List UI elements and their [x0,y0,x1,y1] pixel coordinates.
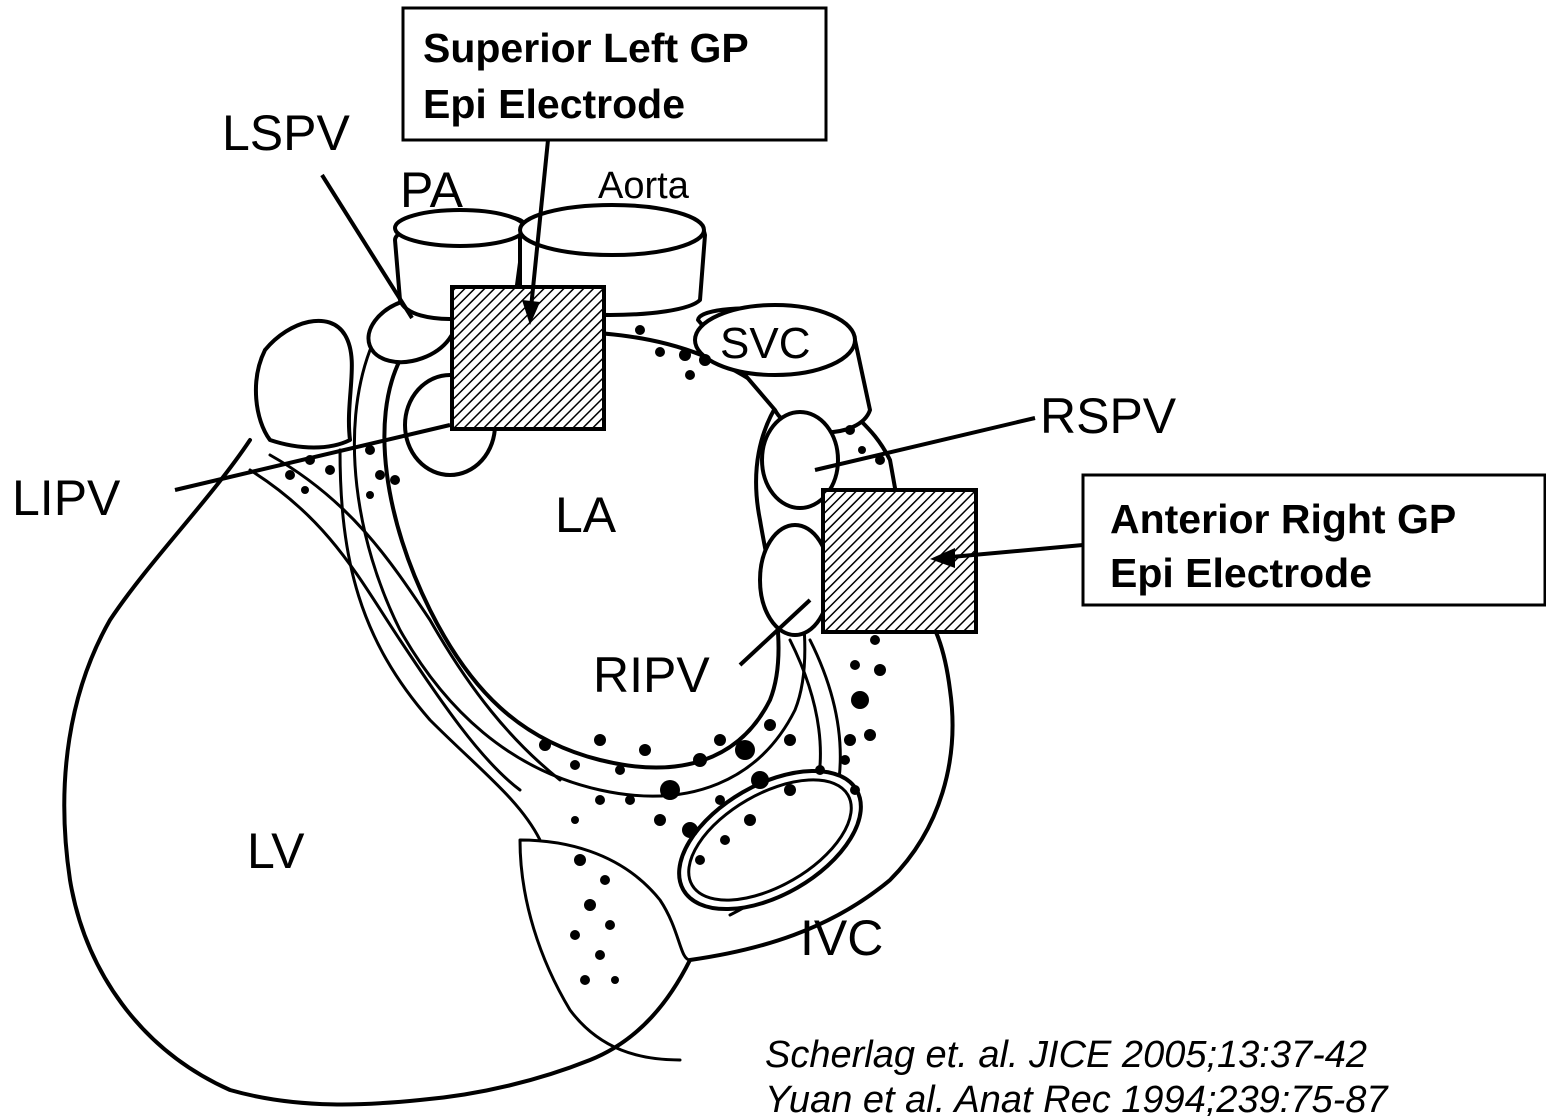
label-ivc: IVC [800,910,883,966]
label-pa: PA [400,162,464,218]
citation-yuan: Yuan et al. Anat Rec 1994;239:75-87 [765,1079,1389,1116]
lipv-leader [175,425,450,490]
ripv-vein [760,525,830,635]
anterior-right-callout-line2: Epi Electrode [1110,550,1372,596]
label-rspv: RSPV [1040,388,1177,444]
citation-scherlag: Scherlag et. al. JICE 2005;13:37-42 [765,1034,1367,1076]
label-ripv: RIPV [593,647,710,703]
superior-left-callout-line1: Superior Left GP [423,25,749,71]
label-la: LA [555,487,617,543]
left-appendage [256,321,352,448]
label-svc: SVC [720,319,810,368]
anterior-right-callout-line1: Anterior Right GP [1110,496,1456,542]
label-lspv: LSPV [222,105,351,161]
label-aorta: Aorta [598,165,690,207]
superior-left-callout-line2: Epi Electrode [423,81,685,127]
label-lv: LV [247,823,305,879]
aorta-top [520,205,704,255]
coronary-sinus-groove [250,455,560,790]
label-lipv: LIPV [12,470,121,526]
